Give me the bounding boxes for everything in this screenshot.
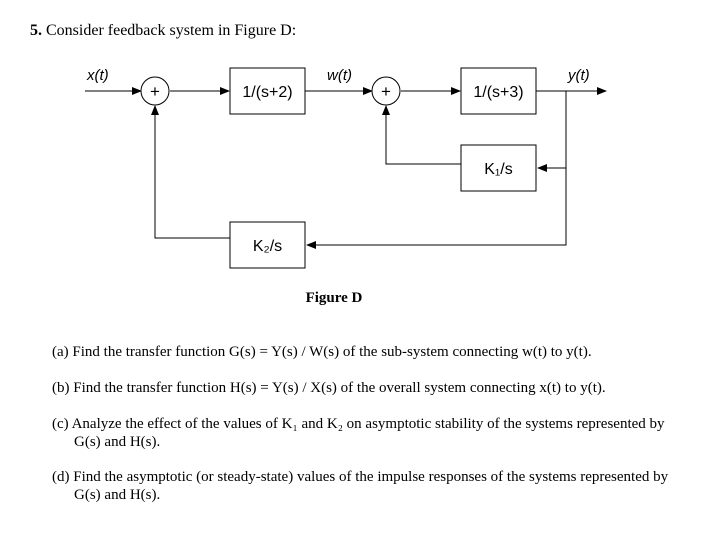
block-outer-feedback — [229, 221, 306, 269]
question-text: Analyze the effect of the values of K₁ a… — [71, 416, 665, 450]
question-d: (d) Find the asymptotic (or steady-state… — [52, 468, 672, 504]
problem-number: 5. — [30, 22, 42, 39]
question-text: Find the asymptotic (or steady-state) va… — [73, 469, 669, 503]
inner-feedback-out-line — [382, 105, 461, 165]
signal-label-middle: w(t) — [327, 67, 352, 84]
block-inner-feedback-label: K₁/s — [484, 161, 513, 178]
sum-sign-1: + — [150, 82, 160, 101]
question-a: (a) Find the transfer function G(s) = Y(… — [52, 343, 672, 361]
block-forward-1 — [229, 67, 306, 115]
question-text: Find the transfer function G(s) = Y(s) /… — [72, 344, 592, 360]
block-inner-feedback — [460, 144, 537, 192]
outer-feedback-out-line — [151, 105, 230, 239]
question-c: (c) Analyze the effect of the values of … — [52, 415, 672, 451]
sum-sign-2: + — [381, 82, 391, 101]
question-text: Find the transfer function H(s) = Y(s) /… — [73, 380, 606, 396]
block-outer-feedback-label: K₂/s — [253, 238, 282, 255]
block-forward-1-label: 1/(s+2) — [242, 84, 292, 101]
block-forward-2 — [460, 67, 537, 115]
question-label: (d) — [52, 469, 70, 485]
inner-feedback-in-line — [537, 91, 567, 172]
question-b: (b) Find the transfer function H(s) = Y(… — [52, 379, 672, 397]
problem-heading: 5. Consider feedback system in Figure D: — [30, 22, 296, 40]
question-label: (b) — [52, 380, 70, 396]
signal-label-input: x(t) — [86, 67, 109, 84]
problem-prompt: Consider feedback system in Figure D: — [46, 22, 297, 39]
figure-caption: Figure D — [306, 290, 363, 306]
question-label: (c) — [52, 416, 69, 432]
question-list: (a) Find the transfer function G(s) = Y(… — [52, 343, 672, 522]
block-forward-2-label: 1/(s+3) — [473, 84, 523, 101]
question-label: (a) — [52, 344, 69, 360]
outer-feedback-in-line — [306, 168, 567, 249]
signal-label-output: y(t) — [567, 67, 590, 84]
